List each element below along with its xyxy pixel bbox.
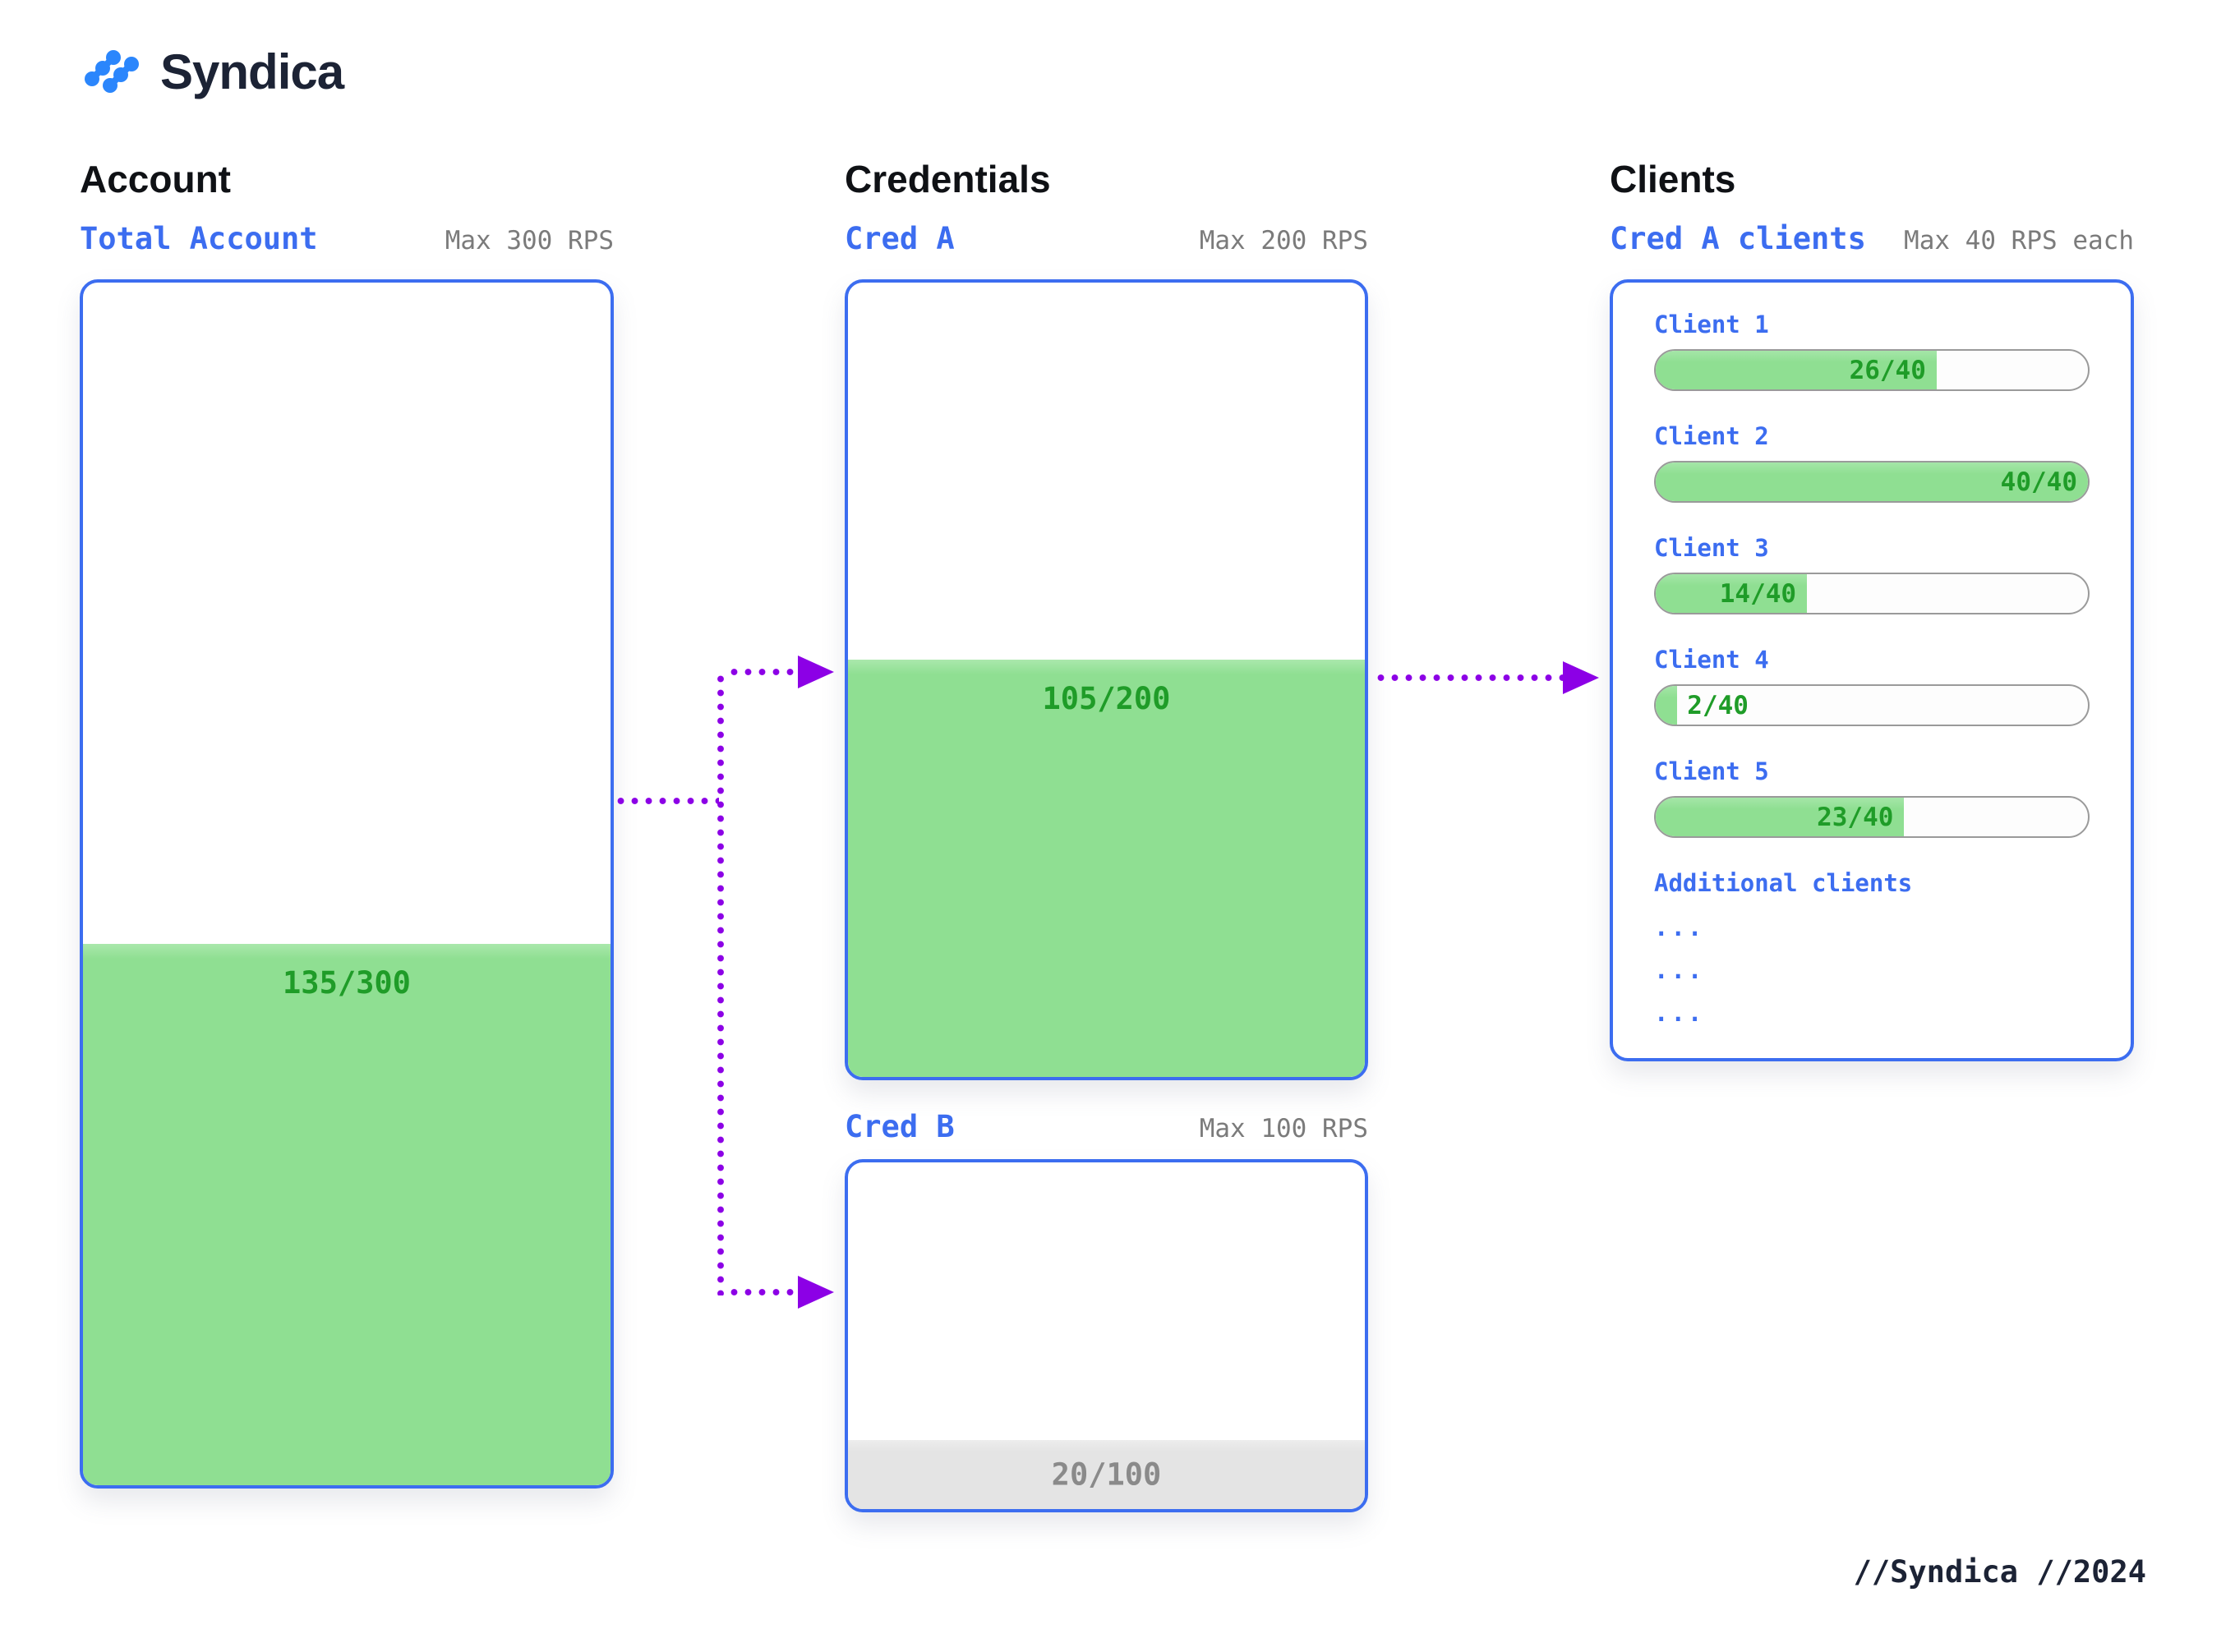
client-2-label: Client 2	[1654, 422, 1769, 450]
client-row: Client 5 23/40	[1654, 757, 2090, 838]
client-1-bar: 26/40	[1654, 349, 2090, 391]
account-heading: Account	[80, 158, 231, 200]
cred-b-arrowhead-icon	[798, 1276, 834, 1309]
client-3-usage-value: 14/40	[1719, 578, 1797, 609]
cred-a-clients-label-row: Cred A clients Max 40 RPS each	[1610, 221, 2134, 256]
cred-a-label: Cred A	[845, 221, 955, 256]
clients-max-rps-label: Max 40 RPS each	[1904, 226, 2134, 255]
client-2-usage-value: 40/40	[2000, 467, 2077, 497]
client-3-bar: 14/40	[1654, 573, 2090, 614]
client-2-bar: 40/40	[1654, 461, 2090, 503]
cred-a-fill: 105/200	[848, 660, 1365, 1077]
client-4-bar: 2/40	[1654, 684, 2090, 726]
client-1-label: Client 1	[1654, 311, 1769, 338]
cred-b-vessel: 20/100	[845, 1159, 1368, 1512]
client-row: Client 3 14/40	[1654, 534, 2090, 614]
account-column: Account Total Account Max 300 RPS 135/30…	[80, 158, 614, 1489]
account-label-row: Total Account Max 300 RPS	[80, 221, 614, 256]
total-account-label: Total Account	[80, 221, 318, 256]
credentials-column: Credentials Cred A Max 200 RPS 105/200 C…	[845, 158, 1368, 1512]
cred-a-arrowhead-icon	[798, 656, 834, 688]
ellipsis-row: ...	[1654, 999, 1705, 1027]
syndica-logo: Syndica	[80, 39, 344, 104]
client-5-usage-value: 23/40	[1817, 802, 1894, 832]
cred-a-label-row: Cred A Max 200 RPS	[845, 221, 1368, 256]
client-3-bar-fill: 14/40	[1656, 574, 1808, 613]
cred-a-max-rps-label: Max 200 RPS	[1199, 226, 1368, 255]
trunk-to-cred-a-dotted-line	[727, 669, 798, 675]
client-5-label: Client 5	[1654, 757, 1769, 785]
cred-a-clients-label: Cred A clients	[1610, 221, 1866, 256]
client-4-label: Client 4	[1654, 646, 1769, 674]
client-4-bar-fill: 2/40	[1656, 686, 1749, 725]
cred-b-usage-value: 20/100	[1051, 1456, 1162, 1493]
credentials-heading: Credentials	[845, 158, 1051, 200]
clients-column: Clients Cred A clients Max 40 RPS each C…	[1610, 158, 2134, 1061]
total-account-fill: 135/300	[83, 944, 611, 1485]
cred-b-label-row: Cred B Max 100 RPS	[845, 1109, 1368, 1144]
clients-heading: Clients	[1610, 158, 1736, 200]
account-max-rps-label: Max 300 RPS	[445, 226, 614, 255]
trunk-to-cred-b-dotted-line	[727, 1289, 798, 1295]
cred-a-clients-panel: Client 1 26/40 Client 2 40/40 Client 3	[1610, 279, 2134, 1061]
client-4-usage-value: 2/40	[1687, 690, 1749, 720]
trunk-dotted-line	[717, 672, 724, 1295]
cred-a-usage-value: 105/200	[1042, 681, 1171, 717]
cred-b-max-rps-label: Max 100 RPS	[1199, 1114, 1368, 1144]
cred-a-to-clients-dotted-line	[1374, 674, 1563, 681]
cred-a-vessel: 105/200	[845, 279, 1368, 1080]
ellipsis-row: ...	[1654, 956, 1705, 984]
footer-credit: //Syndica //2024	[1853, 1554, 2146, 1590]
client-2-bar-fill: 40/40	[1656, 462, 2088, 501]
total-account-usage-value: 135/300	[283, 965, 411, 1001]
client-row: Client 2 40/40	[1654, 422, 2090, 503]
account-to-trunk-dotted-line	[614, 798, 719, 804]
syndica-logo-icon	[80, 39, 145, 104]
clients-arrowhead-icon	[1563, 661, 1599, 694]
client-row: Client 1 26/40	[1654, 311, 2090, 391]
client-5-bar: 23/40	[1654, 796, 2090, 838]
ellipsis-row: ...	[1654, 913, 1705, 941]
client-5-bar-fill: 23/40	[1656, 798, 1905, 836]
client-1-bar-fill: 26/40	[1656, 351, 1937, 389]
client-row: Client 4 2/40	[1654, 646, 2090, 726]
client-3-label: Client 3	[1654, 534, 1769, 562]
total-account-vessel: 135/300	[80, 279, 614, 1489]
additional-clients-label: Additional clients	[1654, 869, 1913, 897]
client-1-usage-value: 26/40	[1849, 355, 1926, 385]
cred-b-fill: 20/100	[848, 1439, 1365, 1509]
cred-b-label: Cred B	[845, 1109, 955, 1144]
logo-wordmark: Syndica	[160, 44, 344, 99]
